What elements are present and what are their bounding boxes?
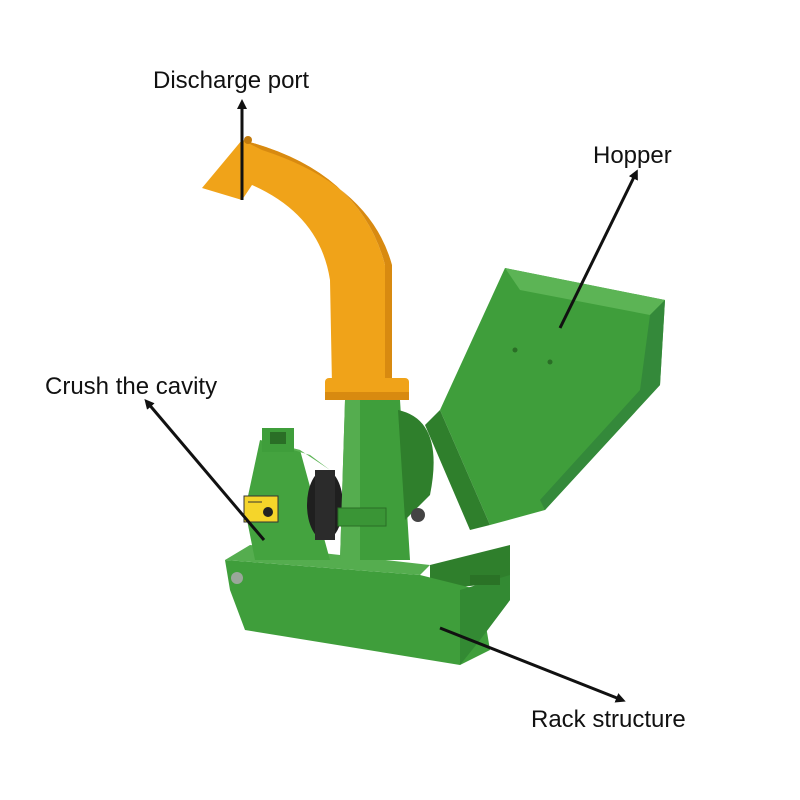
- arrow-rack-structure: [439, 626, 626, 703]
- label-rack-structure: Rack structure: [531, 706, 686, 733]
- hopper-part: [425, 268, 665, 530]
- base-frame: [225, 428, 510, 665]
- warning-sticker-icon: [243, 495, 279, 523]
- label-discharge-port: Discharge port: [153, 67, 310, 94]
- rotor-drum: [307, 470, 343, 540]
- center-column: [337, 400, 434, 560]
- label-hopper: Hopper: [593, 142, 672, 169]
- callout-arrows: [144, 99, 638, 703]
- discharge-chute: [202, 136, 409, 400]
- label-crush-cavity: Crush the cavity: [45, 373, 218, 400]
- arrow-crush-cavity: [144, 398, 266, 541]
- arrow-hopper: [558, 169, 638, 329]
